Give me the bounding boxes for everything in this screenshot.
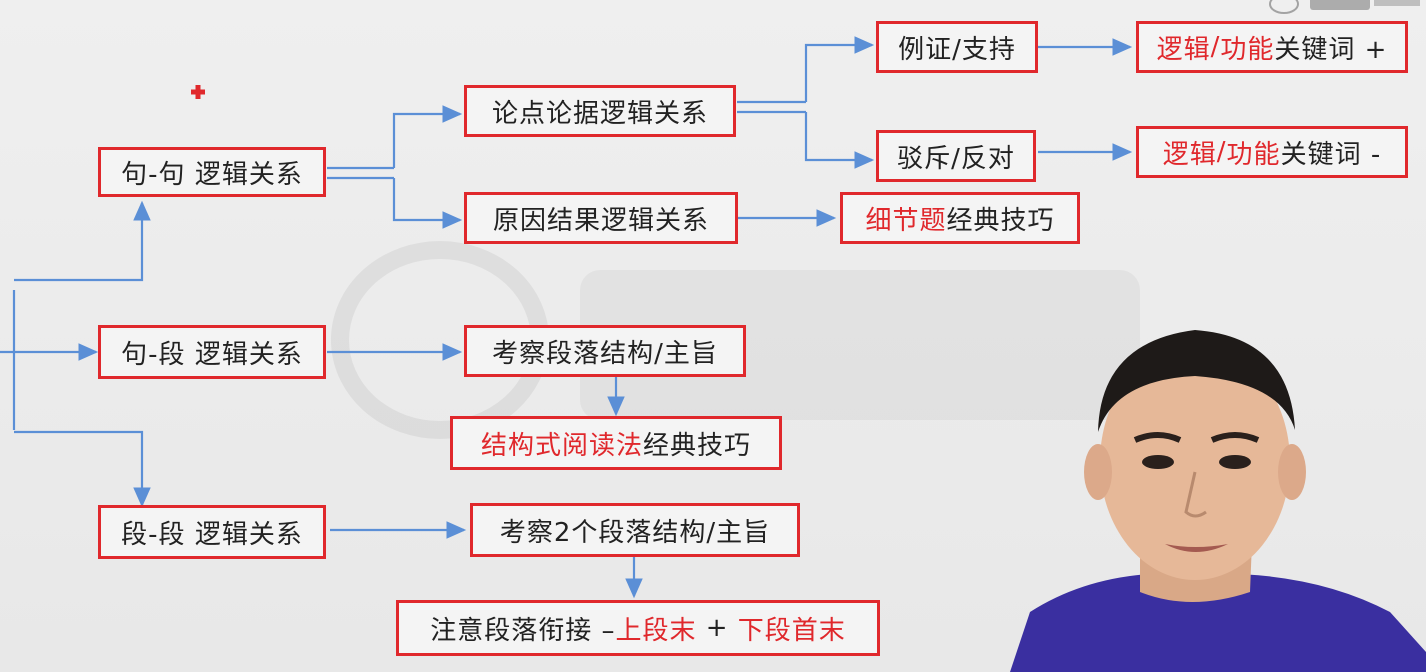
node-label: 经典技巧 bbox=[946, 205, 1055, 236]
node-label: 驳斥/反对 bbox=[897, 143, 1015, 174]
node-label: 句-段 逻辑关系 bbox=[121, 339, 303, 370]
slash-text: / bbox=[1216, 137, 1227, 167]
node-keyword-minus: 逻辑/功能关键词 - bbox=[1136, 126, 1408, 178]
node-two-paragraph-structure: 考察2个段落结构/主旨 bbox=[470, 503, 800, 557]
node-label: 考察段落结构/主旨 bbox=[492, 338, 718, 369]
node-label: 论点论据逻辑关系 bbox=[491, 98, 708, 129]
node-argument-evidence: 论点论据逻辑关系 bbox=[464, 85, 736, 137]
node-sentence-paragraph: 句-段 逻辑关系 bbox=[98, 325, 326, 379]
node-cause-effect: 原因结果逻辑关系 bbox=[464, 192, 738, 244]
brand-logo bbox=[1262, 0, 1426, 18]
node-label: 关键词 + bbox=[1274, 34, 1388, 65]
highlight-text: 逻辑 bbox=[1156, 34, 1211, 65]
node-label: 段-段 逻辑关系 bbox=[121, 519, 303, 550]
node-structured-reading: 结构式阅读法经典技巧 bbox=[450, 416, 782, 470]
highlight-text: 下段首末 bbox=[737, 615, 846, 646]
node-detail-question-tips: 细节题经典技巧 bbox=[840, 192, 1080, 244]
node-paragraph-transition: 注意段落衔接 – 上段末 + 下段首末 bbox=[396, 600, 880, 656]
highlight-text: 功能 bbox=[1226, 139, 1281, 170]
node-sentence-sentence: 句-句 逻辑关系 bbox=[98, 147, 326, 197]
plus-text: + bbox=[696, 613, 738, 643]
node-keyword-plus: 逻辑/功能关键词 + bbox=[1136, 21, 1408, 73]
node-paragraph-structure: 考察段落结构/主旨 bbox=[464, 325, 746, 377]
node-example-support: 例证/支持 bbox=[876, 21, 1038, 73]
highlight-text: 细节题 bbox=[865, 205, 947, 236]
node-label: 例证/支持 bbox=[898, 34, 1016, 65]
node-paragraph-paragraph: 段-段 逻辑关系 bbox=[98, 505, 326, 559]
node-label: 考察2个段落结构/主旨 bbox=[499, 517, 771, 548]
pointer-cursor-icon bbox=[191, 85, 205, 99]
highlight-text: 结构式阅读法 bbox=[480, 430, 643, 461]
node-label: 句-句 逻辑关系 bbox=[121, 159, 303, 190]
presenter-video bbox=[1010, 330, 1426, 672]
highlight-text: 逻辑 bbox=[1162, 139, 1217, 170]
node-refute-oppose: 驳斥/反对 bbox=[876, 130, 1036, 182]
highlight-text: 功能 bbox=[1220, 34, 1275, 65]
slash-text: / bbox=[1210, 32, 1221, 62]
node-label: 关键词 - bbox=[1280, 139, 1382, 170]
node-label: 注意段落衔接 – bbox=[430, 615, 616, 646]
node-label: 经典技巧 bbox=[643, 430, 752, 461]
node-label: 原因结果逻辑关系 bbox=[492, 205, 709, 236]
highlight-text: 上段末 bbox=[615, 615, 697, 646]
